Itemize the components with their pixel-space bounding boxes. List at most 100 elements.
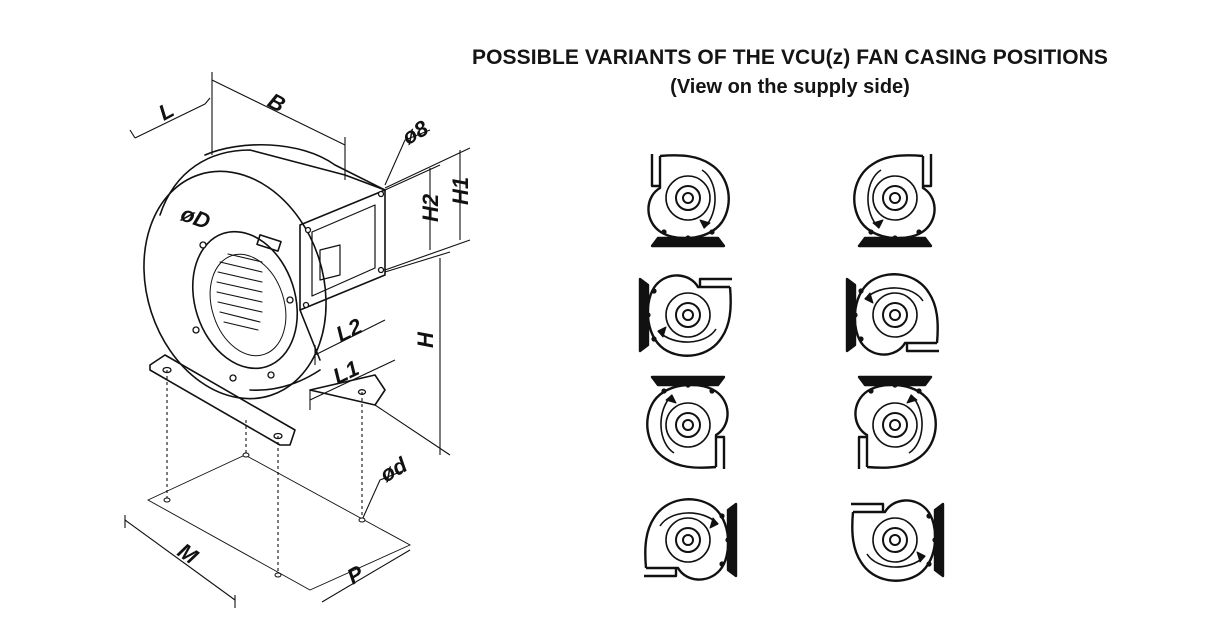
casing-foot [650,375,726,387]
diagram-title: POSSIBLE VARIANTS OF THE VCU(z) FAN CASI… [471,46,1109,69]
casing-scroll [646,274,732,357]
casing-foot [726,502,738,578]
casing-outlet-wall [644,568,678,578]
rotation-arrow [908,394,923,454]
hub-ring [675,185,701,211]
casing-inlet-ring [191,230,299,370]
shaft [889,192,901,204]
rotation-arrowhead [657,326,667,338]
impeller-ring [665,175,711,221]
impeller-ring [872,517,918,563]
casing-bottom-surface [249,369,321,391]
mount-hole [932,537,938,543]
hub-ring [882,412,908,438]
rotation-arrowhead [872,219,884,229]
mount-hole [651,288,657,294]
rotation-arrowhead [916,551,926,563]
shaft [889,309,901,321]
mount-hole [645,312,651,318]
mount-hole [868,388,874,394]
mount-hole [852,312,858,318]
rotation-arrow [867,169,882,229]
rotation-arrow [701,169,716,229]
mount-hole [858,336,864,342]
impeller-ring [872,175,918,221]
rotation-arrowhead [906,394,918,404]
casing-outlet-wall [716,435,726,469]
casing-outlet-wall [650,154,660,188]
casing-variant-1 [647,154,730,248]
casing-outlet-wall [851,502,885,512]
mount-hole [892,382,898,388]
casing-scroll [854,383,937,469]
casing-outlet-wall [905,343,939,353]
mount-hole [685,235,691,241]
impeller-ring [665,402,711,448]
mount-hole [858,288,864,294]
casing-back-edge [204,143,386,191]
casing-front-ring [143,170,327,400]
casing-foot [638,277,650,353]
shaft [682,534,694,546]
casing-foot [650,236,726,248]
casing-foot [857,236,933,248]
casing-scroll [853,273,939,356]
impeller-ring [872,292,918,338]
hub-ring [882,185,908,211]
mount-hole [709,229,715,235]
rotation-arrow [660,394,675,454]
mount-hole [719,561,725,567]
casing-scroll [851,499,937,582]
rotation-arrow [659,512,719,527]
casing-variant-7 [644,498,738,581]
impeller-ring [872,402,918,448]
casing-foot [857,375,933,387]
outlet-bottom-line [299,309,321,361]
mount-hole [719,513,725,519]
casing-scroll [644,498,730,581]
mount-hole [661,388,667,394]
hub-ring [675,527,701,553]
shaft [682,419,694,431]
casing-outlet-wall [923,154,933,188]
impeller-ring [665,292,711,338]
casing-top-surface [159,149,346,216]
casing-foot [845,277,857,353]
casing-variant-2 [853,154,936,248]
name-plate [256,234,282,252]
rotation-arrow [657,328,717,343]
mounting-foot-left [149,354,296,446]
rotation-arrowhead [864,292,874,304]
mount-hole [685,382,691,388]
casing-scroll [647,154,730,240]
rotation-arrowhead [709,517,719,529]
casing-variant-8 [851,499,945,582]
mount-hole [916,229,922,235]
impeller-blades [216,253,263,331]
mount-hole [709,388,715,394]
casing-scroll [853,154,936,240]
outlet-inner [311,204,376,297]
dim-label-H2: H2 [418,193,443,222]
dim-label-H1: H1 [448,177,473,205]
motor-stub [319,244,341,281]
rotation-arrow [864,287,924,302]
hub-ring [675,412,701,438]
casing-variant-5 [646,375,729,469]
impeller-ring [665,517,711,563]
shaft [682,192,694,204]
casing-scroll [646,383,729,469]
mount-hole [916,388,922,394]
hub-ring [882,527,908,553]
mount-hole [725,537,731,543]
hub-ring [675,302,701,328]
rotation-arrow [866,553,926,568]
shaft [682,309,694,321]
casing-variant-4 [845,273,939,356]
outlet-side [344,174,386,191]
casing-outlet-wall [857,435,867,469]
hub-ring [882,302,908,328]
casing-outlet-wall [698,277,732,287]
